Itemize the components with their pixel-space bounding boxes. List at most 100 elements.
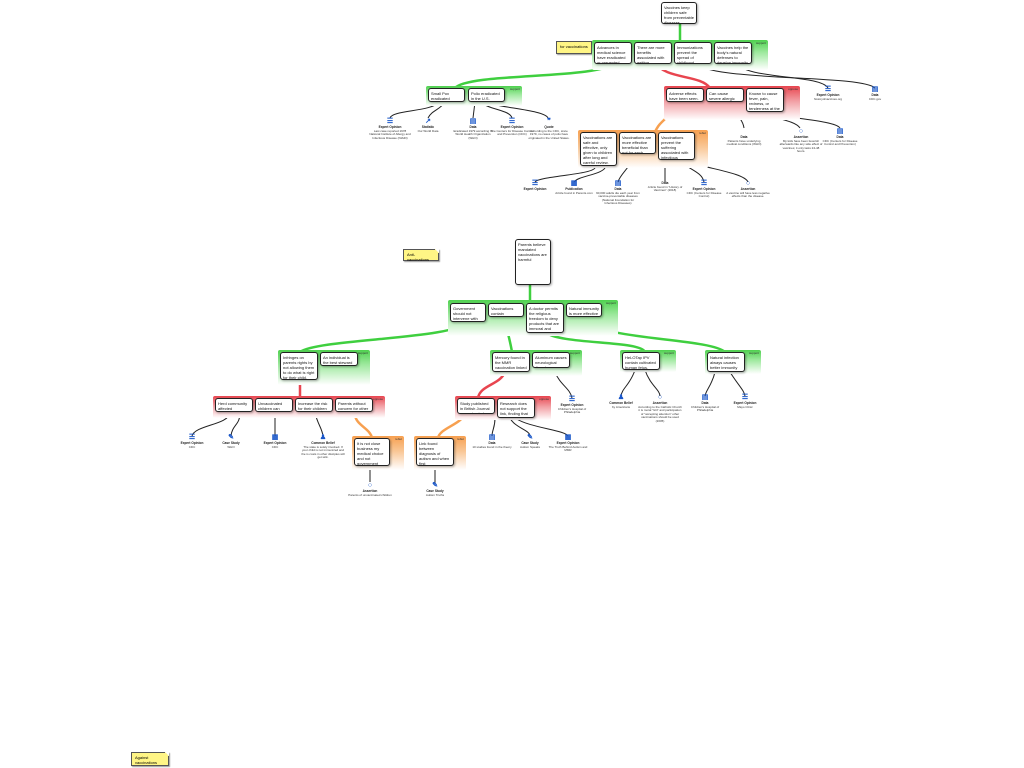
sub-reason-node[interactable]: An individual is the best steward of our… <box>320 352 358 366</box>
reason-node[interactable]: Advances in medical science have eradica… <box>594 42 632 64</box>
objection-node[interactable]: Parents without concern for other childr… <box>335 398 373 412</box>
sub-reason-node[interactable]: HeLOTap IPV contain cultivated human fet… <box>622 352 660 370</box>
expert-icon: ☰ <box>386 118 394 125</box>
objection-node[interactable]: Increase the risk for their children to … <box>295 398 333 412</box>
rebuttal-node[interactable]: Vaccinations are safe and effective, onl… <box>580 132 617 166</box>
group-type-tag: support <box>605 301 616 305</box>
map-label-anti-vaccinations[interactable]: Anti-vaccinations <box>403 249 439 262</box>
group-type-tag: support <box>569 351 580 355</box>
group-type-tag: rebut <box>395 437 402 441</box>
objection-node[interactable]: Unvaccinated children can cause outbreak… <box>255 398 293 412</box>
expert-icon: ☰ <box>188 434 196 441</box>
group-type-tag: support <box>748 351 759 355</box>
objection-node[interactable]: Known to cause fever, pain, redness, or … <box>746 88 784 112</box>
publication-icon: ▦ <box>271 434 279 441</box>
rebuttal-node[interactable]: It is not close business my medical choi… <box>354 438 390 466</box>
objection-node[interactable]: Adverse effects have been seen. <box>666 88 704 102</box>
reason-node[interactable]: There are more benefits associated with … <box>634 42 672 64</box>
group-type-tag: support <box>663 351 674 355</box>
data-icon: ▤ <box>836 128 844 135</box>
sub-reason-node[interactable]: Small Pox eradicated <box>428 88 465 102</box>
assertion-icon: ○ <box>367 482 373 489</box>
reason-node[interactable]: A doctor permits the religious freedom t… <box>526 303 564 333</box>
rebuttal-node[interactable]: Vaccinations are more effective benefici… <box>619 132 656 154</box>
map-label-against-vaccinations[interactable]: Against vaccinations <box>131 752 169 766</box>
sub-reason-node[interactable]: Mercury found in the MMR vaccination lin… <box>492 352 530 372</box>
data-icon: ▤ <box>701 394 709 401</box>
quote-icon: ❞ <box>547 118 551 125</box>
root-claim-node[interactable]: Parents believe mandated vaccinations ar… <box>515 239 551 285</box>
objection-node[interactable]: Herd community affected <box>215 398 253 412</box>
objection-node[interactable]: Research does not support the link, find… <box>497 398 535 418</box>
group-type-tag: rebut <box>457 437 464 441</box>
expert-icon: ☰ <box>508 118 516 125</box>
reason-node[interactable]: Vaccinations contain dangerous toxins. <box>488 303 524 317</box>
objection-node[interactable]: Study published in British Journal was r… <box>457 398 495 414</box>
group-type-tag: support <box>357 351 368 355</box>
common-belief-icon: ♟ <box>617 394 625 401</box>
data-icon: ▤ <box>614 180 622 187</box>
evidence-item[interactable]: ☰Expert Opinion <box>523 180 547 191</box>
rebuttal-node[interactable]: Link found between diagnosis of autism a… <box>416 438 454 466</box>
data-icon: ▤ <box>488 434 496 441</box>
group-type-tag: oppose <box>788 87 798 91</box>
case-study-icon: ✎ <box>228 434 234 441</box>
reason-node[interactable]: Natural immunity is more effective than … <box>566 303 602 317</box>
sub-reason-node[interactable]: Infringes on parents rights by not allow… <box>280 352 318 380</box>
reason-node[interactable]: Immunizations prevent the spread of chil… <box>674 42 712 64</box>
expert-icon: ☰ <box>700 180 708 187</box>
data-icon <box>662 174 669 181</box>
expert-icon: ☰ <box>824 86 832 93</box>
publication-icon: ▦ <box>570 180 578 187</box>
map-label-for-vaccinations[interactable]: for vaccinations <box>556 41 592 54</box>
root-claim-node[interactable]: Vaccines keep children safe from prevent… <box>661 2 697 24</box>
objection-node[interactable]: Can cause severe allergic reactions. <box>706 88 744 102</box>
reason-node[interactable]: Vaccines help the body's natural defense… <box>714 42 752 64</box>
reason-node[interactable]: Government should not intervene with med… <box>450 303 486 322</box>
sub-reason-node[interactable]: Natural infection always causes better i… <box>707 352 745 372</box>
sub-reason-node[interactable]: Polio eradicated in the U.S. <box>468 88 505 102</box>
sub-reason-node[interactable]: Aluminum causes neurological disorders. <box>532 352 570 368</box>
case-study-icon: ✎ <box>432 482 438 489</box>
statistic-icon: ↗ <box>425 118 431 125</box>
publication-icon: ▦ <box>564 434 572 441</box>
assertion-icon: ○ <box>798 128 804 135</box>
common-belief-icon: ♟ <box>319 434 327 441</box>
rebuttal-node[interactable]: Vaccinations prevent the suffering assoc… <box>658 132 695 160</box>
expert-icon: ☰ <box>741 394 749 401</box>
group-type-tag: rebut <box>699 131 706 135</box>
data-icon <box>741 128 748 135</box>
expert-icon: ☰ <box>568 396 576 403</box>
